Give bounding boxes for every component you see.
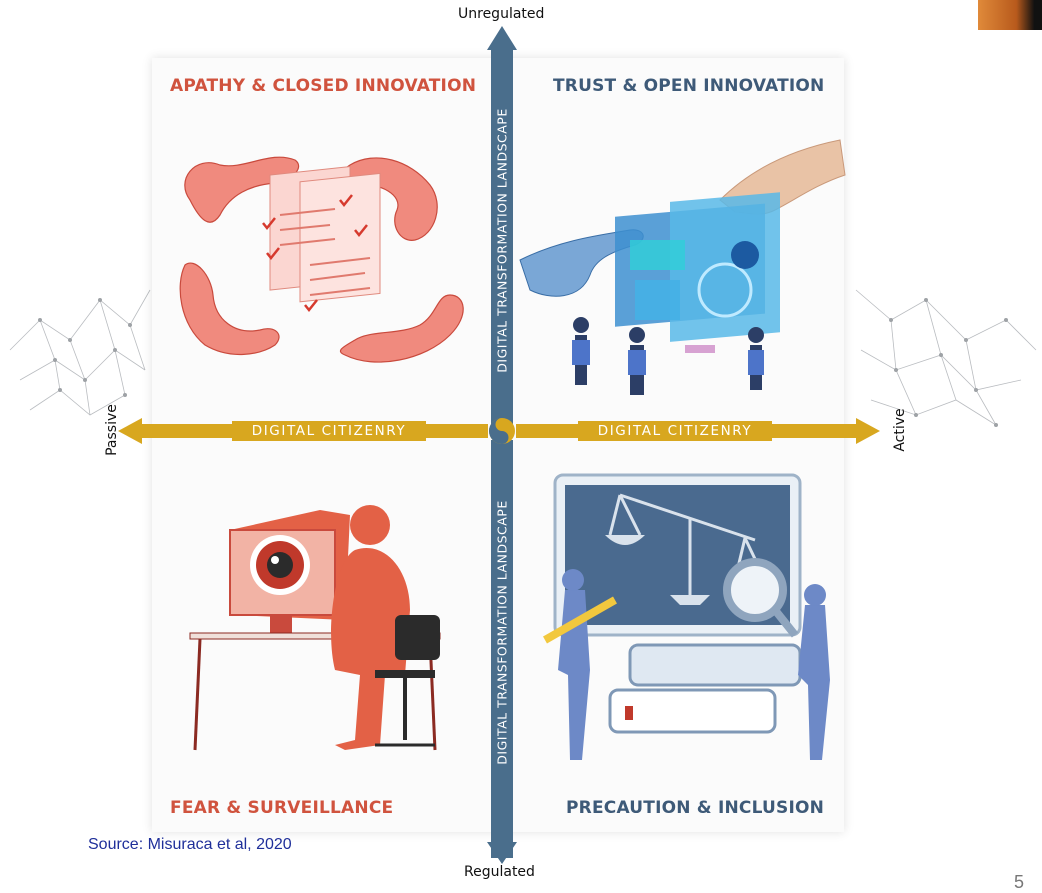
source-citation: Source: Misuraca et al, 2020 <box>88 836 292 853</box>
digital-transformation-text-top: DIGITAL TRANSFORMATION LANDSCAPE <box>494 108 510 373</box>
digital-transformation-label-top: DIGITAL TRANSFORMATION LANDSCAPE <box>492 88 512 393</box>
axis-label-right: Active <box>892 408 908 452</box>
arrow-left-icon <box>118 418 142 444</box>
axis-label-bottom: Regulated <box>464 864 535 880</box>
digital-citizenry-label-right: DIGITAL CITIZENRY <box>578 421 772 441</box>
axis-label-top: Unregulated <box>458 6 545 22</box>
quadrant-title-bottom-right: PRECAUTION & INCLUSION <box>566 798 825 818</box>
digital-transformation-text-bottom: DIGITAL TRANSFORMATION LANDSCAPE <box>494 500 510 765</box>
slide-corner-accent <box>978 0 1042 30</box>
surveillance-illustration <box>189 505 441 751</box>
digital-transformation-label-bottom: DIGITAL TRANSFORMATION LANDSCAPE <box>492 480 512 785</box>
precaution-illustration <box>543 473 830 760</box>
left-network-decoration <box>9 289 151 416</box>
arrow-right-icon <box>856 418 880 444</box>
arrow-down-icon <box>487 842 517 864</box>
right-network-decoration <box>855 289 1037 427</box>
digital-citizenry-label-left: DIGITAL CITIZENRY <box>232 421 426 441</box>
page-number: 5 <box>1013 872 1024 892</box>
quadrant-title-top-left: APATHY & CLOSED INNOVATION <box>170 76 477 96</box>
arrow-up-icon <box>487 26 517 50</box>
quadrant-title-bottom-left: FEAR & SURVEILLANCE <box>170 798 394 818</box>
open-innovation-illustration <box>519 139 846 395</box>
quadrant-title-top-right: TRUST & OPEN INNOVATION <box>553 76 825 96</box>
axis-label-left: Passive <box>104 404 120 456</box>
hands-documents-illustration <box>179 156 464 363</box>
